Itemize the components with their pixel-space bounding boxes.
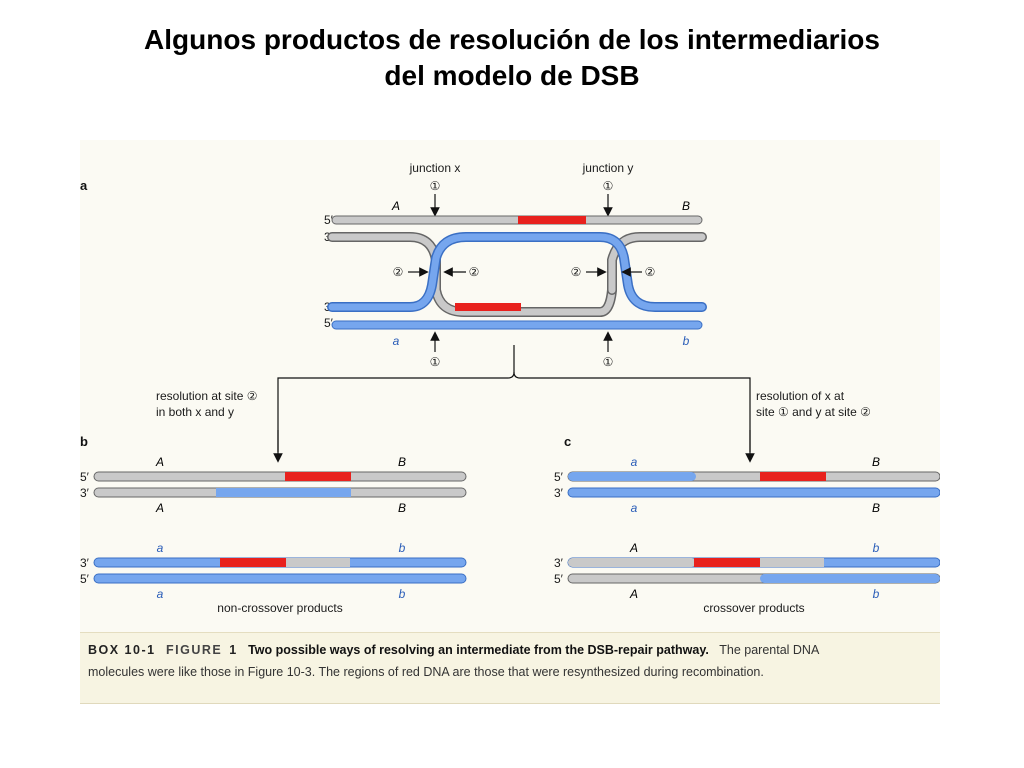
panel-c-bottom-b: b [873,587,880,601]
site-2-right-y: ② [645,265,656,279]
resolution-right-line-2: site ① and y at site ② [756,405,871,419]
junction-x-label: junction x [409,161,461,175]
red-resynthesis-bottom [455,303,521,311]
site-1-x-bottom: ① [430,355,441,369]
slide-title-line-2: del modelo de DSB [384,60,640,91]
panel-c-blue-patch-1 [568,472,696,481]
panel-b-mid-A: A [155,501,164,515]
strand-label-5-top: 5′ [324,213,334,227]
panel-b-5-label-1: 5′ [80,470,90,484]
site-1-y-bottom: ① [603,355,614,369]
junction-x-site-1: ① [430,179,441,193]
figure-caption: BOX 10-1 FIGURE 1 Two possible ways of r… [80,632,940,704]
panel-c-mid-a: a [631,501,638,515]
junction-y-label: junction y [582,161,634,175]
caption-line-1: BOX 10-1 FIGURE 1 Two possible ways of r… [88,643,819,657]
panel-b-bottom-b: b [399,587,406,601]
panel-c-5-label-2: 5′ [554,572,564,586]
caption-box-id: BOX 10-1 [88,643,156,657]
dsb-resolution-figure: a junction x junction y ① ① A B 5′ 3′ 3′… [80,140,941,702]
panel-c-lower-b: b [873,541,880,555]
panel-b-lower-a: a [157,541,164,555]
panel-b-3-label-1: 3′ [80,486,90,500]
panel-b-bottom-a: a [157,587,164,601]
panel-b-strand-1 [93,471,467,482]
slide-title: Algunos productos de resolución de los i… [0,22,1024,94]
panel-b-5-label-2: 5′ [80,572,90,586]
panel-c-grey-patch-3b [760,558,824,567]
site-2-right-x: ② [469,265,480,279]
slide-title-line-1: Algunos productos de resolución de los i… [144,24,880,55]
resolution-left-line-2: in both x and y [156,405,234,419]
site-2-left-x: ② [393,265,404,279]
panel-c-blue-patch-4 [760,574,940,583]
blue-strand-crossing [328,233,706,311]
allele-a-bottom: a [393,334,400,348]
panel-c-strand-2 [567,487,941,498]
panel-c-5-label-1: 5′ [554,470,564,484]
junction-y-site-1: ① [603,179,614,193]
red-resynthesis-top [518,216,586,224]
caption-rest-1: The parental DNA [719,643,820,657]
panel-c-lower-A: A [629,541,638,555]
panel-b-mid-B: B [398,501,406,515]
grey-strand-crossing [328,233,616,316]
parental-strand-top-5 [331,215,703,225]
panel-b-top-B: B [398,455,406,469]
panel-c-3-label-1: 3′ [554,486,564,500]
site-2-left-y: ② [571,265,582,279]
panel-c-top-B: B [872,455,880,469]
caption-line-2: molecules were like those in Figure 10-3… [88,665,764,679]
panel-a-label: a [80,178,88,193]
panel-b-caption: non-crossover products [217,601,342,615]
panel-b-strand-4 [93,573,467,584]
caption-bold-text: Two possible ways of resolving an interm… [248,643,709,657]
allele-B-top: B [682,199,690,213]
panel-b-label: b [80,434,88,449]
panel-b-red-3 [220,558,286,567]
panel-c-label: c [564,434,571,449]
panel-c-grey-patch-3 [568,558,696,567]
panel-b-grey-patch-3 [286,558,350,567]
panel-c-caption: crossover products [703,601,804,615]
panel-b-blue-patch-2 [216,488,351,497]
strand-label-5-bottom: 5′ [324,316,334,330]
connector-left [277,345,515,452]
caption-rest-2: molecules were like those in Figure 10-3… [88,665,764,679]
connector-right [513,371,751,452]
panel-c-3-label-2: 3′ [554,556,564,570]
allele-A-top: A [391,199,400,213]
panel-b-3-label-2: 3′ [80,556,90,570]
caption-figure-num: 1 [229,643,238,657]
panel-b-top-A: A [155,455,164,469]
figure-svg: a junction x junction y ① ① A B 5′ 3′ 3′… [80,161,941,615]
panel-b-lower-b: b [399,541,406,555]
panel-c-top-a: a [631,455,638,469]
caption-figure-word: FIGURE [166,643,223,657]
panel-c-red-3 [694,558,760,567]
panel-c-mid-B: B [872,501,880,515]
panel-b-red-1 [285,472,351,481]
parental-strand-bottom-5 [331,320,703,330]
resolution-right-line-1: resolution of x at [756,389,845,403]
panel-c-red-1 [760,472,826,481]
resolution-left-line-1: resolution at site ② [156,389,257,403]
allele-b-bottom: b [683,334,690,348]
panel-c-bottom-A: A [629,587,638,601]
